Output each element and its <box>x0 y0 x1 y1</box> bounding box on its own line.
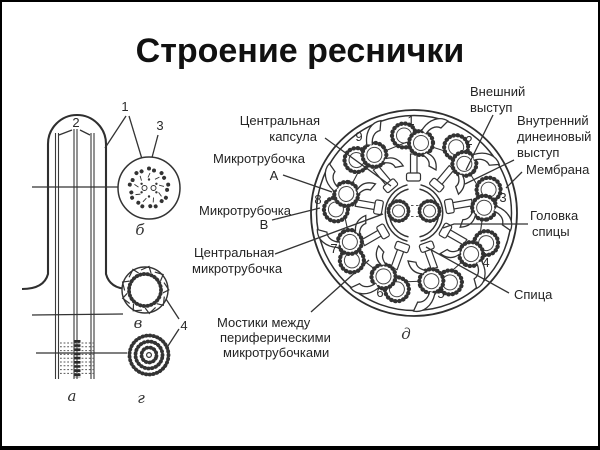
doublet-number-6: 6 <box>376 285 383 300</box>
label-central-microtubule-line2: микротрубочка <box>192 261 283 276</box>
leader-microtubule-b <box>271 207 321 221</box>
label-microtubule-b-line2: В <box>260 217 269 232</box>
label-spoke-head-line1: Головка <box>530 208 579 223</box>
label-outer-arm-line2: выступ <box>470 100 512 115</box>
central-microtubule-pair <box>386 199 442 223</box>
cilium-membrane-outline <box>21 114 130 291</box>
cross-section-g: г <box>127 333 171 407</box>
longitudinal-section: 1 2 3 4 а <box>21 99 188 405</box>
axoneme-microtubule-lines <box>54 129 95 379</box>
panel-letter-g: г <box>137 389 145 407</box>
right-labels: Внешний выступ Внутренний динеиновый выс… <box>470 84 591 302</box>
label-inner-arm-line3: выступ <box>517 145 559 160</box>
label-microtubule-b-line1: Микротрубочка <box>199 203 292 218</box>
label-membrane: Мембрана <box>526 162 590 177</box>
axoneme-cross-section: 1 2 3 4 5 6 7 8 9 д <box>310 109 518 343</box>
label-inner-arm-line2: динеиновый <box>517 129 591 144</box>
section-level-lines <box>31 186 127 354</box>
label-bridges-line1: Мостики между <box>217 315 311 330</box>
doublet-number-9: 9 <box>355 129 362 144</box>
figure-number-4: 4 <box>180 318 187 333</box>
leader-bridges <box>310 259 370 313</box>
doublet-number-1: 1 <box>407 113 414 128</box>
label-spoke-head-line2: спицы <box>532 224 570 239</box>
cross-section-v: в <box>120 265 170 332</box>
label-bridges-line2: периферическими <box>220 330 331 345</box>
left-labels: Центральная капсула Микротрубочка А Микр… <box>192 113 331 360</box>
leader-central-microtubule <box>274 213 384 255</box>
label-central-microtubule-line1: Центральная <box>194 245 274 260</box>
label-inner-arm-line1: Внутренний <box>517 113 589 128</box>
label-central-capsule-line1: Центральная <box>240 113 320 128</box>
leader-central-capsule <box>324 137 392 187</box>
leader-inner-arm <box>464 159 515 185</box>
leader-microtubule-a <box>282 174 333 193</box>
doublet-number-5: 5 <box>437 286 444 301</box>
label-outer-arm-line1: Внешний <box>470 84 525 99</box>
doublet-number-7: 7 <box>330 241 337 256</box>
panel-letter-v: в <box>134 314 143 332</box>
leader-membrane <box>505 171 523 189</box>
leader-spoke <box>425 246 510 294</box>
label-spoke: Спица <box>514 287 553 302</box>
panel-letter-d: д <box>401 325 411 343</box>
figure-number-1: 1 <box>121 99 128 114</box>
panel-letter-a: а <box>68 387 77 405</box>
doublet-number-2: 2 <box>465 133 472 148</box>
figure-number-3: 3 <box>156 118 163 133</box>
label-central-capsule-line2: капсула <box>269 129 318 144</box>
membrane-outer-ring <box>310 109 518 317</box>
label-microtubule-a-line2: А <box>270 168 279 183</box>
panel-letter-b: б <box>135 221 145 239</box>
leader-outer-arm <box>465 114 494 171</box>
leader-spoke-head <box>442 223 528 229</box>
doublet-number-4: 4 <box>482 255 489 270</box>
label-bridges-line3: микротрубочками <box>223 345 329 360</box>
label-leader-lines <box>271 114 528 313</box>
doublet-number-3: 3 <box>499 190 506 205</box>
page-title: Строение реснички <box>135 32 465 70</box>
doublet-number-8: 8 <box>314 192 321 207</box>
figure-number-2: 2 <box>72 115 79 130</box>
label-microtubule-a-line1: Микротрубочка <box>213 151 306 166</box>
cross-section-b: б <box>117 156 181 239</box>
